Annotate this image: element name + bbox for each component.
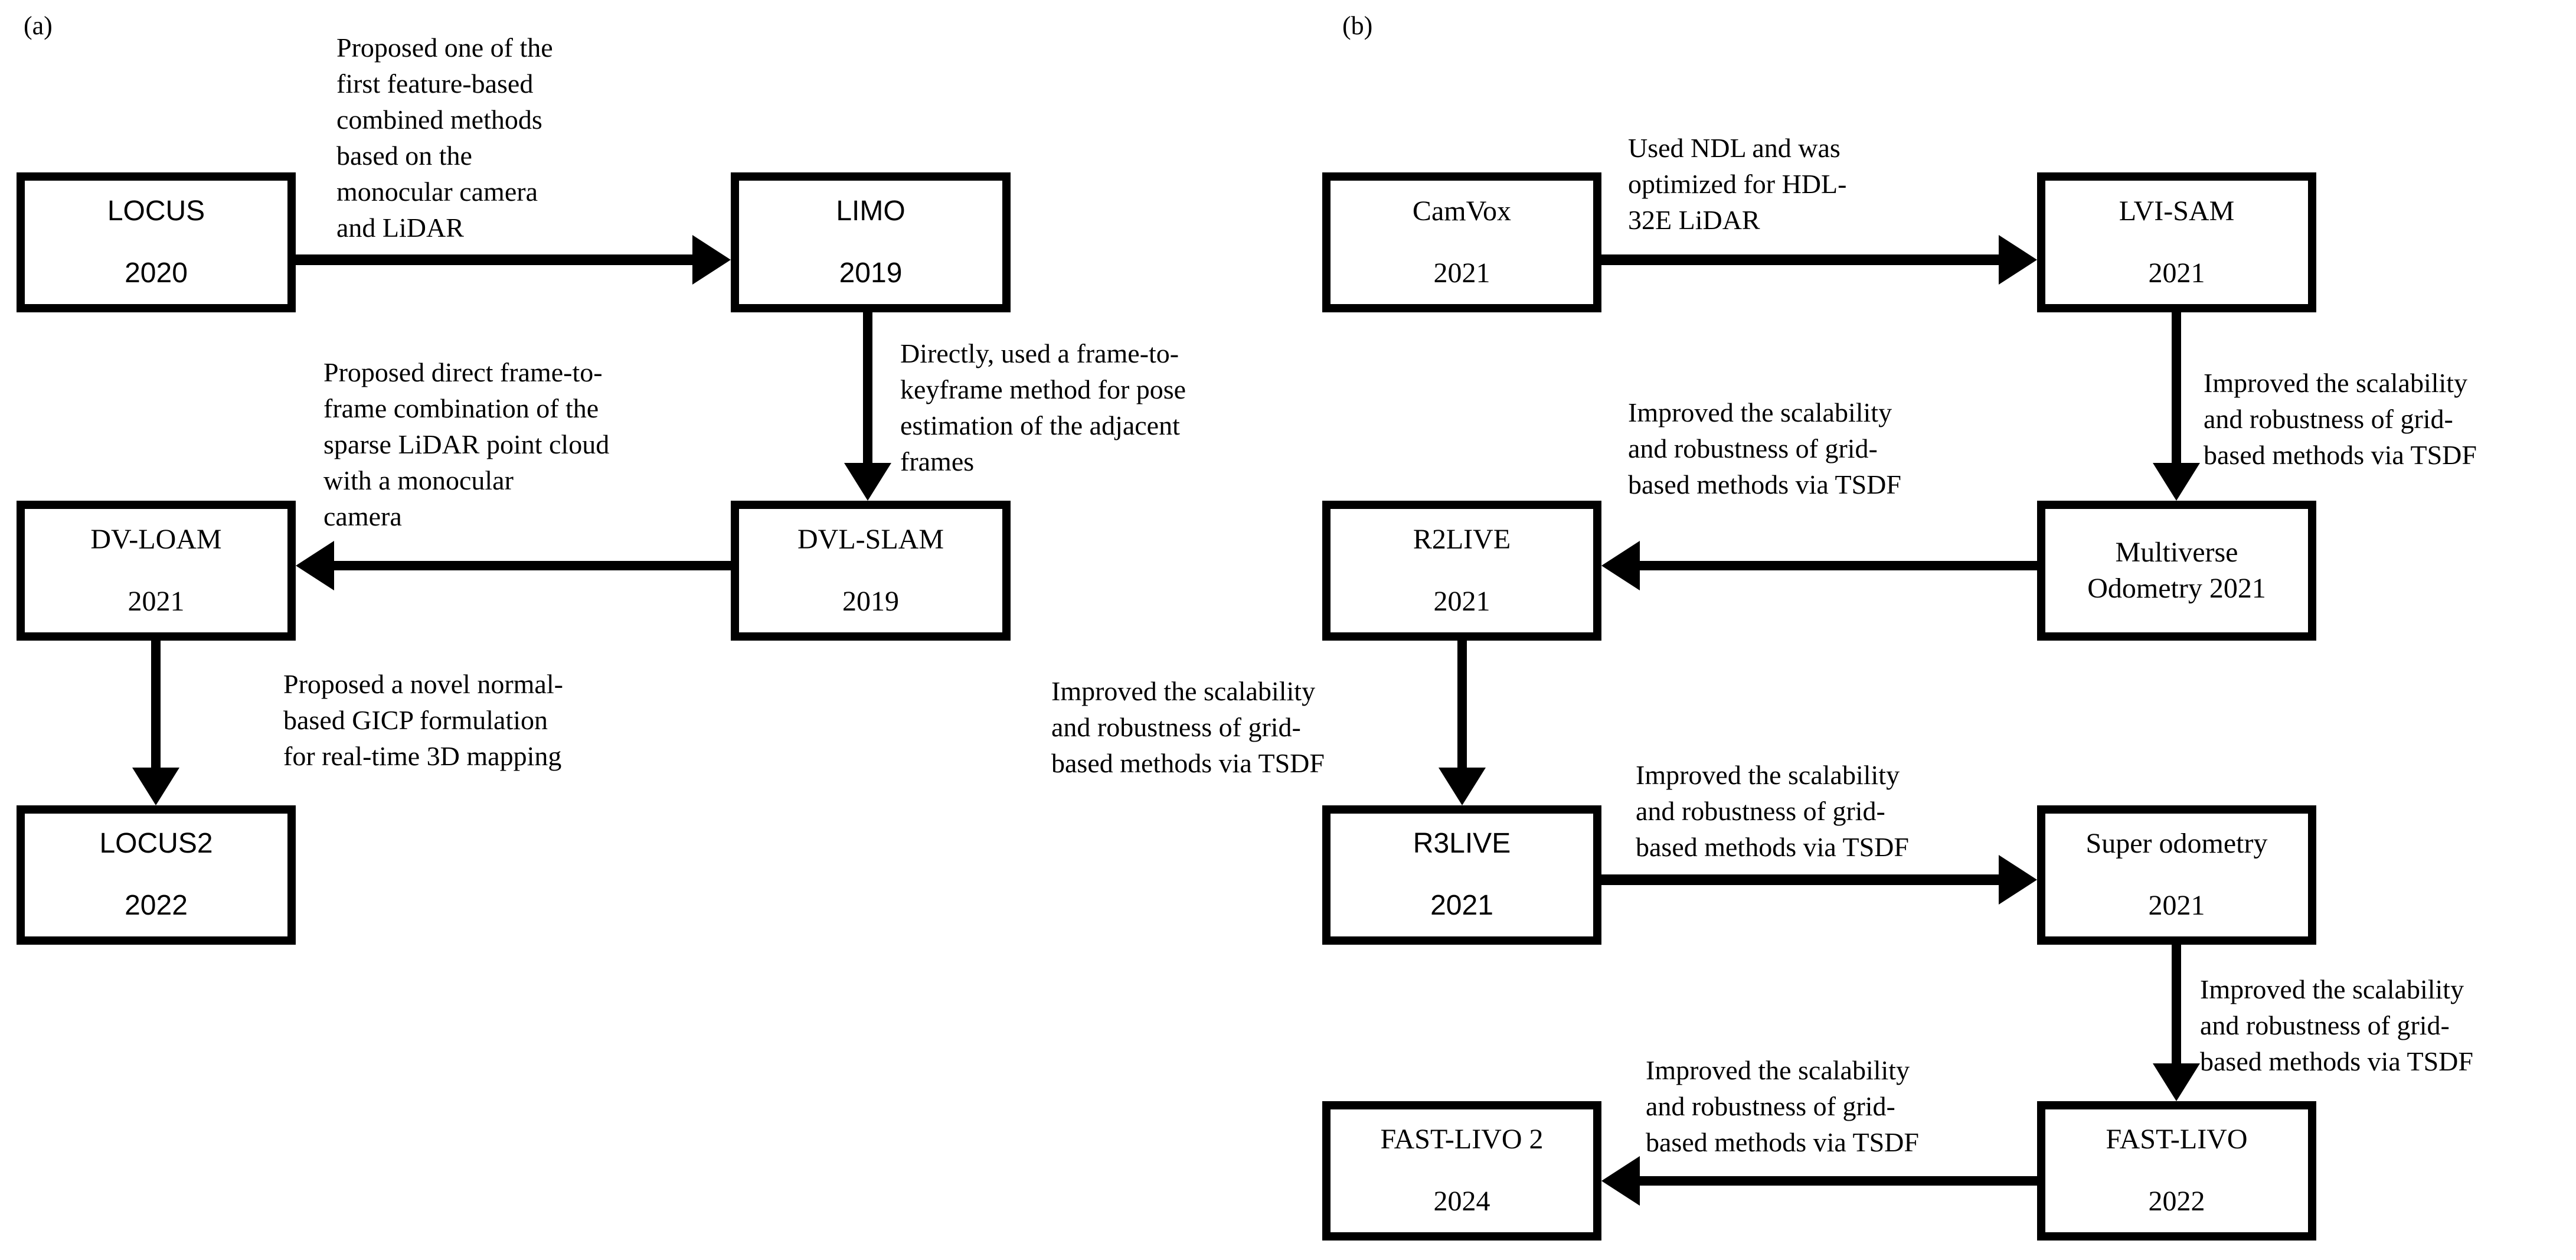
arrow-head-left: [296, 541, 334, 590]
arrow-head-down: [2153, 1063, 2200, 1101]
node-camvox: CamVox 2021: [1322, 172, 1601, 312]
node-dv-loam-year: 2021: [128, 585, 185, 617]
node-lvi-sam-year: 2021: [2148, 257, 2205, 289]
node-fast-livo-year: 2022: [2148, 1186, 2205, 1217]
node-fast-livo-2: FAST-LIVO 2 2024: [1322, 1101, 1601, 1241]
annotation-locus-to-limo: Proposed one of the first feature-based …: [336, 32, 553, 243]
arrow-line: [1601, 254, 1999, 265]
node-locus2: LOCUS2 2022: [17, 805, 296, 945]
arrow-line: [1601, 874, 1999, 885]
annotation-multiverse-to-r2live: Improved the scalability and robustness …: [1628, 397, 1901, 500]
node-fast-livo: FAST-LIVO 2022: [2037, 1101, 2316, 1241]
node-limo-year: 2019: [839, 257, 903, 289]
node-multiverse-odometry-title: Multiverse: [2115, 536, 2238, 568]
node-r3live: R3LIVE 2021: [1322, 805, 1601, 945]
arrow-line: [151, 641, 161, 768]
node-fast-livo-2-title: FAST-LIVO 2: [1380, 1124, 1544, 1155]
node-multiverse-odometry: Multiverse Odometry 2021: [2037, 501, 2316, 641]
arrow-head-right: [1999, 855, 2037, 905]
arrow-head-down: [2153, 463, 2200, 501]
arrow-line: [2172, 312, 2181, 463]
node-dvl-slam: DVL-SLAM 2019: [731, 501, 1011, 641]
arrow-head-down: [132, 768, 179, 805]
arrow-line: [863, 312, 872, 463]
annotation-dvl-slam-to-dv-loam: Proposed direct frame-to- frame combinat…: [323, 357, 610, 531]
node-camvox-title: CamVox: [1412, 195, 1512, 227]
node-camvox-year: 2021: [1433, 257, 1490, 289]
arrow-head-down: [1439, 768, 1486, 805]
node-fast-livo-2-year: 2024: [1433, 1186, 1490, 1217]
node-fast-livo-title: FAST-LIVO: [2106, 1124, 2248, 1155]
arrow-head-left: [1601, 541, 1640, 590]
arrow-line: [1640, 1176, 2037, 1186]
node-limo: LIMO 2019: [731, 172, 1011, 312]
node-dv-loam-title: DV-LOAM: [90, 523, 222, 555]
panel-a-label: (a): [24, 11, 53, 40]
node-r3live-year: 2021: [1430, 890, 1493, 921]
arrow-line: [1640, 561, 2037, 570]
node-dvl-slam-title: DVL-SLAM: [797, 523, 944, 555]
annotation-fast-livo-to-fast-livo-2: Improved the scalability and robustness …: [1646, 1055, 1919, 1157]
node-lvi-sam-title: LVI-SAM: [2119, 195, 2235, 227]
annotation-r2live-to-r3live: Improved the scalability and robustness …: [1051, 676, 1325, 778]
arrow-line: [1457, 641, 1467, 768]
annotation-limo-to-dvl-slam: Directly, used a frame-to- keyframe meth…: [900, 338, 1186, 476]
node-lvi-sam: LVI-SAM 2021: [2037, 172, 2316, 312]
node-dv-loam: DV-LOAM 2021: [17, 501, 296, 641]
panel-b-label: (b): [1342, 11, 1373, 40]
node-locus-year: 2020: [125, 257, 188, 289]
node-r2live: R2LIVE 2021: [1322, 501, 1601, 641]
annotation-super-odometry-to-fast-livo: Improved the scalability and robustness …: [2200, 974, 2473, 1076]
node-locus2-title: LOCUS2: [99, 828, 213, 860]
node-multiverse-odometry-year: Odometry 2021: [2087, 572, 2266, 604]
node-dvl-slam-year: 2019: [842, 585, 899, 617]
node-r2live-title: R2LIVE: [1413, 523, 1511, 555]
node-r3live-title: R3LIVE: [1413, 828, 1511, 860]
arrow-head-right: [692, 235, 731, 285]
node-limo-title: LIMO: [836, 195, 905, 227]
node-locus: LOCUS 2020: [17, 172, 296, 312]
arrow-line: [296, 254, 692, 265]
arrow-line: [334, 561, 731, 570]
node-locus2-year: 2022: [125, 890, 188, 921]
arrow-line: [2172, 945, 2181, 1063]
annotation-camvox-to-lvi-sam: Used NDL and was optimized for HDL- 32E …: [1628, 133, 1847, 235]
annotation-lvi-sam-to-multiverse: Improved the scalability and robustness …: [2204, 368, 2477, 470]
node-r2live-year: 2021: [1433, 585, 1490, 617]
arrow-head-right: [1999, 235, 2037, 285]
node-super-odometry-year: 2021: [2148, 890, 2205, 921]
node-super-odometry-title: Super odometry: [2085, 828, 2268, 860]
annotation-dv-loam-to-locus2: Proposed a novel normal- based GICP form…: [283, 669, 563, 771]
node-locus-title: LOCUS: [107, 195, 205, 227]
node-super-odometry: Super odometry 2021: [2037, 805, 2316, 945]
annotation-r3live-to-super-odometry: Improved the scalability and robustness …: [1636, 760, 1909, 862]
arrow-head-left: [1601, 1156, 1640, 1206]
arrow-head-down: [844, 463, 891, 501]
